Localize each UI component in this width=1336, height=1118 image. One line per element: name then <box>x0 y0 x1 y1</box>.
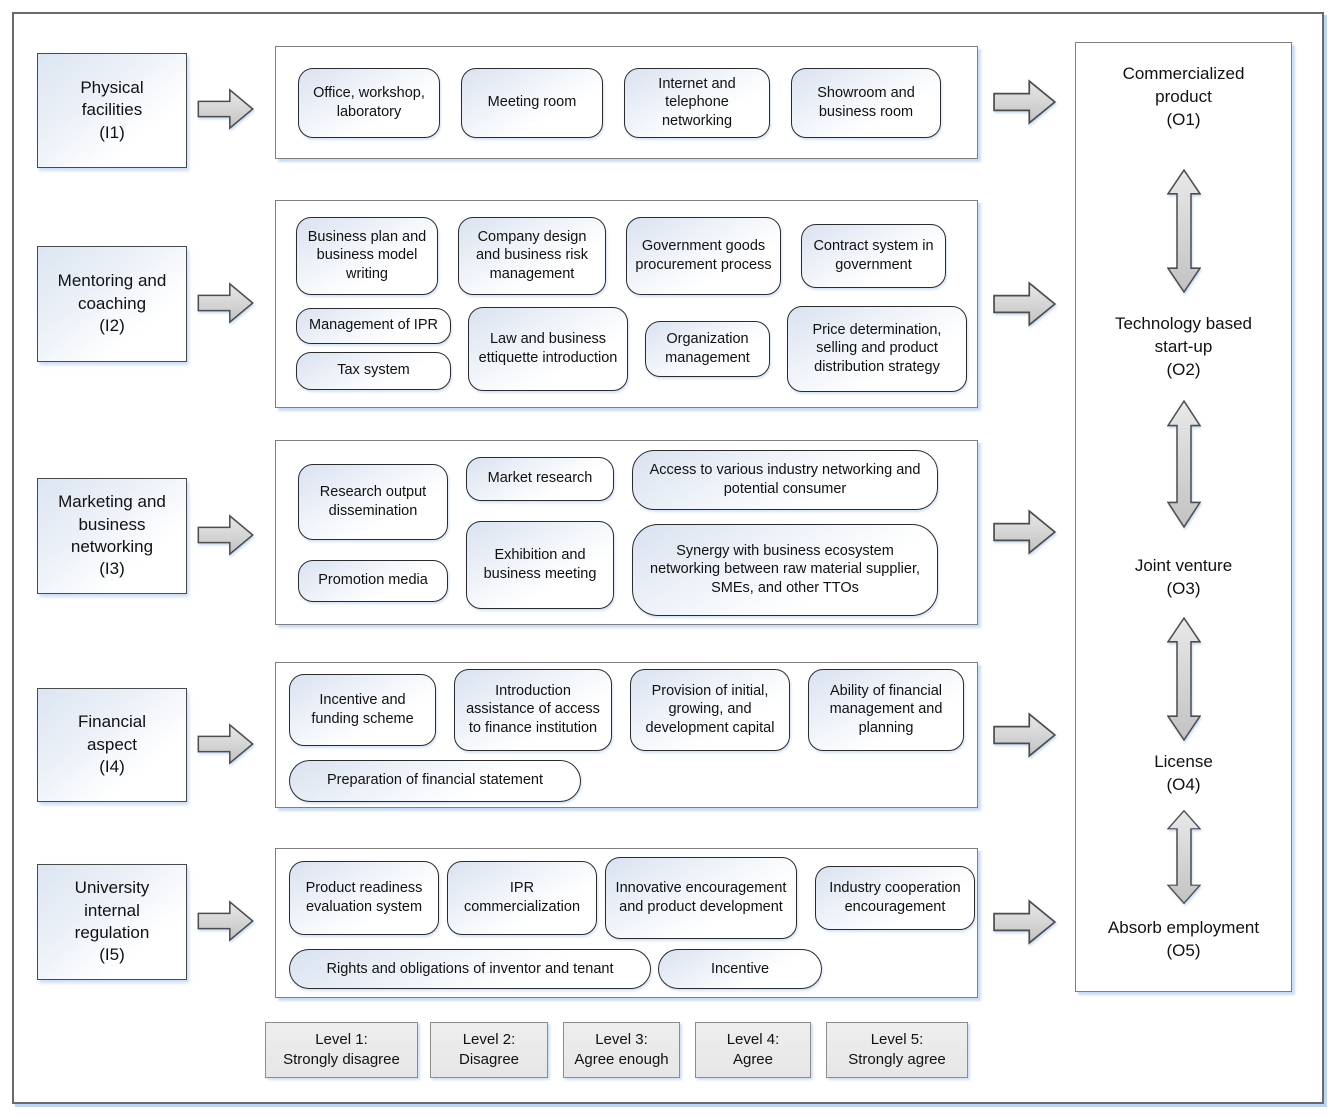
pill-office-workshop-laboratory: Office, workshop, laboratory <box>298 67 440 138</box>
pill-exhibition-business-meeting: Exhibition and business meeting <box>466 520 614 609</box>
pill-product-readiness-evaluation: Product readiness evaluation system <box>289 861 439 935</box>
output-o1: Commercialized product (O1) <box>1122 64 1245 129</box>
legend-level-4: Level 4: Agree <box>695 1022 811 1078</box>
group-box-university-regulation: Product readiness evaluation system IPR … <box>275 848 978 998</box>
pill-access-industry-networking: Access to various industry networking an… <box>632 449 938 510</box>
group-box-marketing-networking: Research output dissemination Promotion … <box>275 440 978 625</box>
pill-incentive: Incentive <box>658 949 822 989</box>
pill-government-goods-procurement: Government goods procurement process <box>626 216 781 295</box>
pill-business-plan-model-writing: Business plan and business model writing <box>296 216 438 295</box>
input-box-i2: Mentoring and coaching (I2) <box>37 246 187 362</box>
pill-contract-system-government: Contract system in government <box>801 223 946 288</box>
output-o3: Joint venture (O3) <box>1134 556 1233 598</box>
input-arrow-i5 <box>197 900 254 942</box>
pill-market-research: Market research <box>466 456 614 501</box>
output-o5: Absorb employment (O5) <box>1107 918 1260 960</box>
pill-research-output-dissemination: Research output dissemination <box>298 463 448 540</box>
output-arrow-row2 <box>993 281 1057 327</box>
input-box-i5: University internal regulation (I5) <box>37 864 187 980</box>
output-arrow-row1 <box>993 79 1057 125</box>
pill-price-determination-strategy: Price determination, selling and product… <box>787 305 967 392</box>
pill-industry-cooperation: Industry cooperation encouragement <box>815 866 975 930</box>
input-arrow-i4 <box>197 723 254 765</box>
pill-preparation-financial-statement: Preparation of financial statement <box>289 759 581 802</box>
pill-promotion-media: Promotion media <box>298 559 448 602</box>
pill-internet-telephone-networking: Internet and telephone networking <box>624 67 770 138</box>
output-arrow-row3 <box>993 509 1057 555</box>
legend-level-3: Level 3: Agree enough <box>563 1022 680 1078</box>
legend-level-5: Level 5: Strongly agree <box>826 1022 968 1078</box>
input-box-i3: Marketing and business networking (I3) <box>37 478 187 594</box>
double-arrow-o2-o3 <box>1167 400 1201 528</box>
pill-incentive-funding-scheme: Incentive and funding scheme <box>289 673 436 746</box>
legend-level-2: Level 2: Disagree <box>430 1022 548 1078</box>
output-arrow-row4 <box>993 712 1057 758</box>
pill-showroom-business-room: Showroom and business room <box>791 67 941 138</box>
pill-tax-system: Tax system <box>296 351 451 390</box>
legend-level-1: Level 1: Strongly disagree <box>265 1022 418 1078</box>
pill-innovative-encouragement: Innovative encouragement and product dev… <box>605 857 797 939</box>
double-arrow-o3-o4 <box>1167 617 1201 741</box>
pill-introduction-assistance-finance: Introduction assistance of access to fin… <box>454 668 612 751</box>
input-box-i1: Physical facilities (I1) <box>37 53 187 168</box>
group-box-physical-facilities: Office, workshop, laboratory Meeting roo… <box>275 46 978 159</box>
pill-company-design-business-risk: Company design and business risk managem… <box>458 216 606 295</box>
double-arrow-o4-o5 <box>1167 810 1201 904</box>
pill-provision-of-capital: Provision of initial, growing, and devel… <box>630 668 790 751</box>
output-o2: Technology based start-up (O2) <box>1114 314 1253 379</box>
pill-organization-management: Organization management <box>645 320 770 377</box>
input-arrow-i1 <box>197 88 254 130</box>
outputs-panel: Commercialized product (O1) Technology b… <box>1075 42 1292 992</box>
pill-rights-obligations-inventor-tenant: Rights and obligations of inventor and t… <box>289 949 651 989</box>
outer-border <box>12 12 1324 1104</box>
double-arrow-o1-o2 <box>1167 169 1201 293</box>
pill-synergy-business-ecosystem: Synergy with business ecosystem networki… <box>632 523 938 616</box>
input-arrow-i2 <box>197 282 254 324</box>
input-arrow-i3 <box>197 514 254 556</box>
group-box-financial-aspect: Incentive and funding scheme Introductio… <box>275 662 978 808</box>
group-box-mentoring-coaching: Business plan and business model writing… <box>275 200 978 408</box>
pill-law-business-ettiquette: Law and business ettiquette introduction <box>468 306 628 391</box>
pill-ability-financial-management: Ability of financial management and plan… <box>808 668 964 751</box>
pill-ipr-commercialization: IPR commercialization <box>447 861 597 935</box>
input-box-i4: Financial aspect (I4) <box>37 688 187 802</box>
pill-management-of-ipr: Management of IPR <box>296 307 451 344</box>
output-arrow-row5 <box>993 899 1057 945</box>
output-o4: License (O4) <box>1154 752 1213 794</box>
pill-meeting-room: Meeting room <box>461 67 603 138</box>
